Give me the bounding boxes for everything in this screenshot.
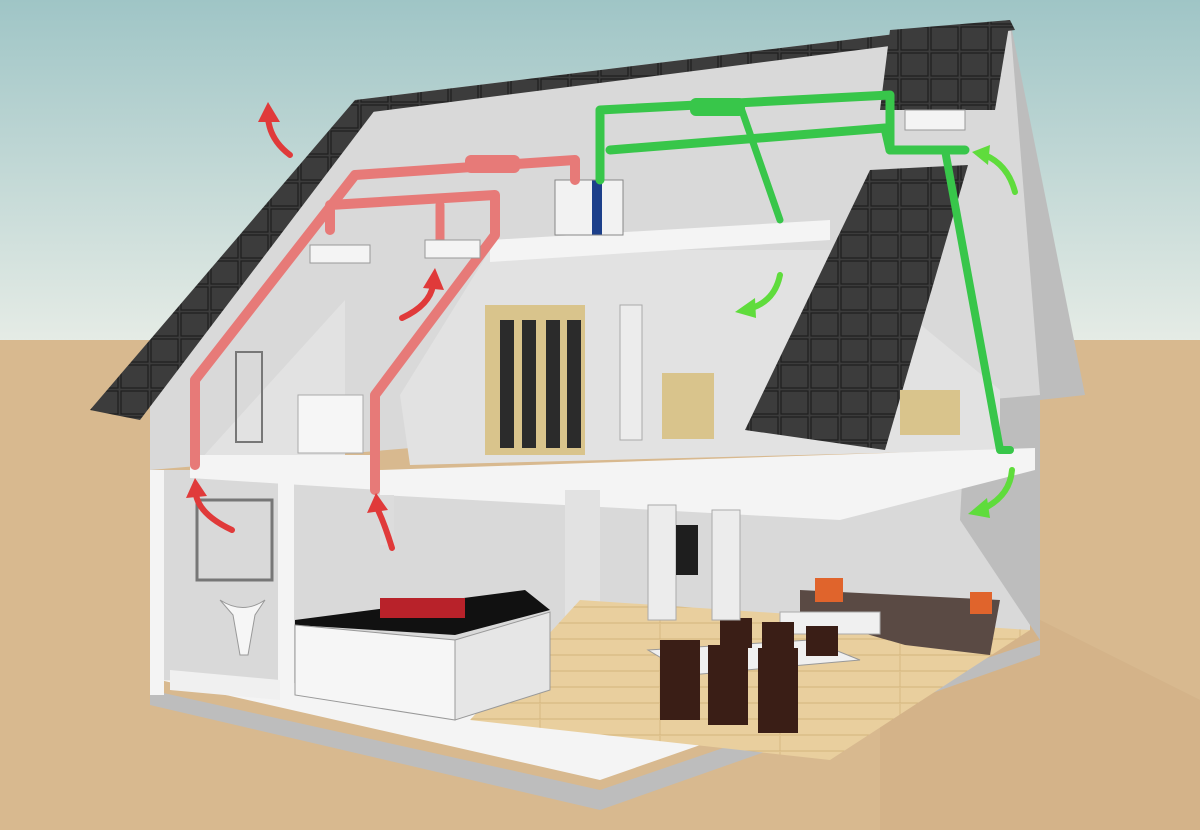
bathroom-partition-wall xyxy=(278,480,294,690)
bathroom-mirror xyxy=(195,498,274,582)
exhaust-airflow-arrows xyxy=(186,102,444,551)
green-curved-arrow-icon xyxy=(972,145,1018,195)
chest-of-drawers xyxy=(662,373,714,439)
supply-airflow-arrows xyxy=(735,145,1018,518)
bathroom-ceiling-slab xyxy=(190,455,380,490)
attic-floor-slab xyxy=(490,220,830,262)
exhaust-air-ducts xyxy=(190,155,580,495)
washbasin xyxy=(219,599,266,656)
ceiling-air-boxes xyxy=(309,109,966,264)
french-door-left xyxy=(647,504,677,621)
red-curved-arrow-icon xyxy=(367,493,395,551)
left-exterior-wall xyxy=(150,470,164,695)
green-curved-arrow-icon xyxy=(968,467,1015,518)
upper-room-door xyxy=(619,304,643,441)
red-curved-arrow-icon xyxy=(399,268,444,321)
kitchen-island xyxy=(294,590,551,721)
dining-set xyxy=(646,618,861,733)
green-curved-arrow-icon xyxy=(735,272,783,318)
wardrobe xyxy=(485,305,585,455)
roof-right-cutaway-slope xyxy=(745,165,968,450)
bed xyxy=(900,390,960,435)
french-door-right xyxy=(711,509,741,621)
towel-radiator xyxy=(235,351,263,443)
sofa xyxy=(800,578,1000,655)
roof-left-slope xyxy=(90,100,375,420)
roof-right-top-tiles xyxy=(880,20,1010,110)
heat-recovery-unit xyxy=(554,179,624,236)
wall-tv xyxy=(676,525,698,575)
supply-air-ducts xyxy=(595,90,1014,454)
red-curved-arrow-icon xyxy=(186,478,235,533)
bathroom-floor xyxy=(170,670,280,700)
roof-ridge-tiles xyxy=(355,20,1015,112)
red-curved-arrow-icon xyxy=(258,102,293,158)
intermediate-floor-slab xyxy=(380,448,1035,520)
bathtub xyxy=(297,394,364,454)
